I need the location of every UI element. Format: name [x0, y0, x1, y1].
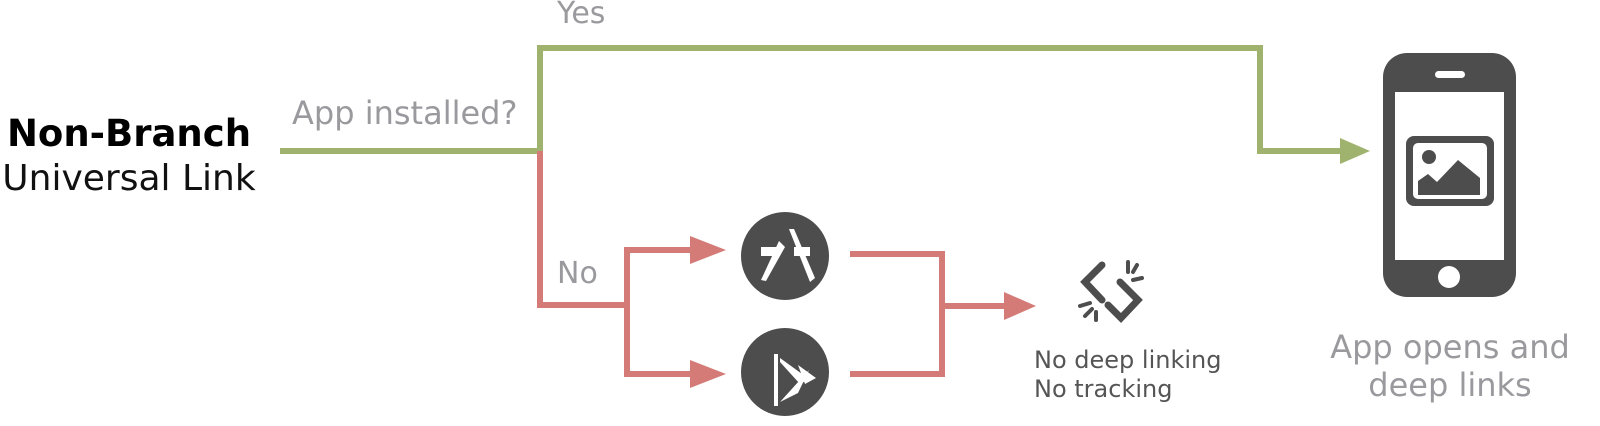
- no-path: [537, 151, 1006, 377]
- no-outcome-line-1: No deep linking: [1034, 346, 1222, 374]
- broken-link-icon: [1078, 260, 1144, 324]
- no-arrowhead-play: [690, 360, 726, 388]
- yes-label: Yes: [557, 0, 606, 31]
- source-subtitle: Universal Link: [2, 158, 256, 199]
- no-arrowhead-appstore: [690, 236, 726, 264]
- yes-outcome-line-1: App opens and: [1330, 328, 1570, 366]
- no-arrowhead-broken: [1004, 292, 1036, 320]
- google-play-icon: [741, 328, 829, 416]
- source-title: Non-Branch: [6, 112, 252, 155]
- yes-arrowhead: [1340, 138, 1370, 164]
- no-label: No: [557, 256, 598, 291]
- phone-image-icon: [1383, 53, 1516, 297]
- yes-path: [280, 45, 1342, 154]
- decision-question: App installed?: [292, 94, 518, 132]
- app-store-icon: [741, 212, 829, 300]
- yes-outcome-line-2: deep links: [1368, 366, 1532, 404]
- no-outcome-label: No deep linking No tracking: [1034, 346, 1221, 404]
- no-outcome-line-2: No tracking: [1034, 375, 1173, 403]
- yes-outcome-label: App opens and deep links: [1330, 328, 1570, 404]
